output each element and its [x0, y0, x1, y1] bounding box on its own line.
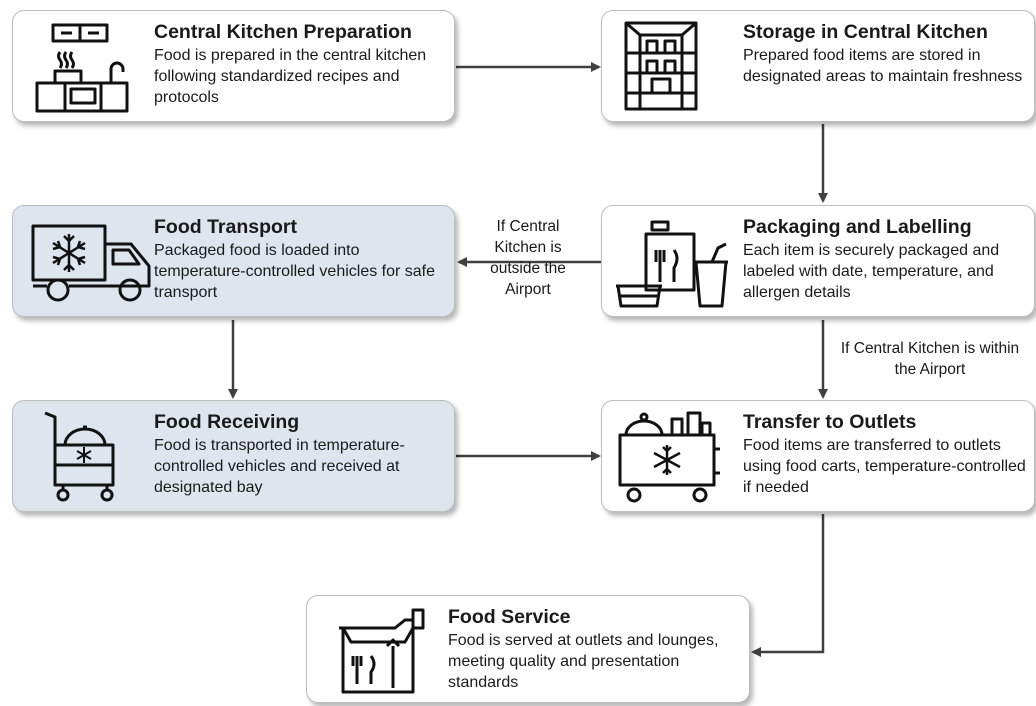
step-storage-in-central-kitchen: Storage in Central Kitchen Prepared food…	[601, 10, 1035, 122]
storage-shelves-icon	[624, 21, 698, 111]
food-cart-icon	[44, 411, 115, 502]
step-title: Food Service	[448, 606, 571, 628]
takeaway-bag-icon	[339, 608, 425, 694]
step-title: Storage in Central Kitchen	[743, 21, 988, 43]
step-packaging-and-labelling: Packaging and Labelling Each item is sec…	[601, 205, 1035, 317]
step-description: Food is transported in temperature-contr…	[154, 437, 405, 496]
step-transfer-to-outlets: Transfer to Outlets Food items are trans…	[601, 400, 1035, 512]
step-food-receiving: Food Receiving Food is transported in te…	[12, 400, 455, 512]
step-description: Food is prepared in the central kitchen …	[154, 47, 427, 106]
step-food-transport: Food Transport Packaged food is loaded i…	[12, 205, 455, 317]
step-title: Transfer to Outlets	[743, 411, 917, 433]
refrigerated-truck-icon	[31, 224, 151, 302]
step-central-kitchen-preparation: Central Kitchen Preparation Food is prep…	[12, 10, 455, 122]
step-title: Food Receiving	[154, 411, 300, 433]
catering-trolley-icon	[618, 411, 720, 503]
step-description: Each item is securely packaged and label…	[743, 242, 1000, 301]
edge-label-outside-airport: If Central Kitchen is outside the Airpor…	[490, 218, 566, 298]
step-title: Packaging and Labelling	[743, 216, 972, 238]
arrow-transfer-to-service	[751, 514, 825, 657]
step-food-service: Food Service Food is served at outlets a…	[306, 595, 750, 703]
step-title: Food Transport	[154, 216, 297, 238]
packaged-food-icon	[616, 220, 728, 308]
step-description: Packaged food is loaded into temperature…	[154, 242, 436, 301]
step-description: Food is served at outlets and lounges, m…	[448, 632, 719, 691]
kitchen-stove-icon	[35, 23, 129, 113]
step-description: Prepared food items are stored in design…	[743, 47, 1023, 85]
edge-label-within-airport: If Central Kitchen is within the Airport	[840, 340, 1020, 378]
step-description: Food items are transferred to outlets us…	[743, 437, 1026, 496]
step-title: Central Kitchen Preparation	[154, 21, 412, 43]
